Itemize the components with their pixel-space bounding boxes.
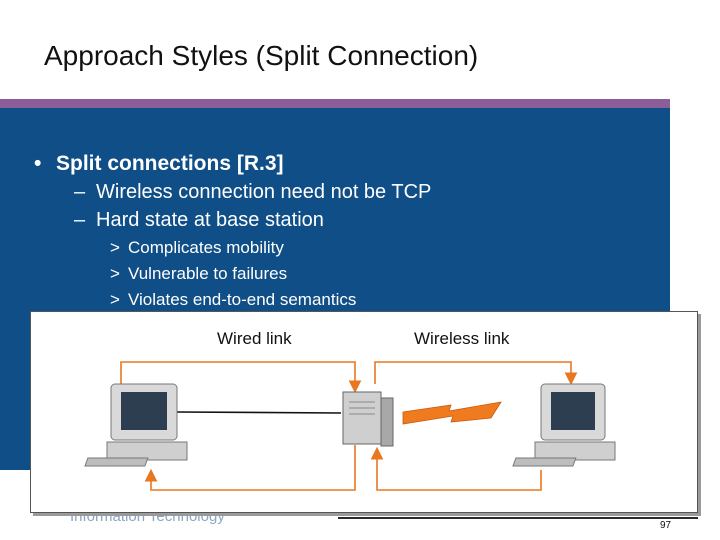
slide-title: Approach Styles (Split Connection)	[44, 40, 479, 71]
page-number: 97	[660, 520, 672, 531]
subitem-marker: –	[74, 209, 86, 231]
subsubitem-marker: >	[110, 264, 120, 283]
subitem-text: Hard state at base station	[96, 209, 324, 231]
bullet-marker: •	[34, 152, 42, 175]
wireless-link-label: Wireless link	[414, 329, 510, 348]
wired-link-label: Wired link	[217, 329, 292, 348]
subsubitem-text: Vulnerable to failures	[128, 264, 288, 283]
wired-upper-arrow	[120, 361, 362, 394]
lightning-bolt-icon	[402, 401, 502, 425]
split-connection-diagram: Wired link Wireless link	[30, 311, 698, 513]
wireless-upper-arrow	[374, 361, 578, 386]
base-station-server-icon	[342, 391, 394, 447]
wired-lower-arrow	[144, 445, 356, 491]
subsubitem-violates-semantics: > Violates end-to-end semantics	[110, 290, 356, 310]
subsubitem-text: Violates end-to-end semantics	[128, 290, 357, 309]
subsubitem-vulnerable: > Vulnerable to failures	[110, 264, 287, 284]
subitem-marker: –	[74, 181, 86, 203]
wireless-lower-arrow	[370, 446, 542, 491]
subsubitem-marker: >	[110, 238, 120, 257]
bullet-split-connections: • Split connections [R.3]	[34, 152, 284, 176]
desktop-computer-icon	[84, 383, 188, 467]
bullet-text: Split connections [R.3]	[56, 152, 284, 175]
wired-link-line	[175, 411, 342, 414]
subitem-hard-state: –Hard state at base station	[74, 209, 324, 232]
subitem-wireless-connection: –Wireless connection need not be TCP	[74, 181, 431, 204]
title-accent-bar	[0, 99, 670, 108]
subsubitem-text: Complicates mobility	[128, 238, 284, 257]
subitem-text: Wireless connection need not be TCP	[96, 181, 432, 203]
diagram-canvas	[84, 361, 616, 491]
footer-rule	[338, 517, 698, 519]
subsubitem-complicates-mobility: > Complicates mobility	[110, 238, 284, 258]
desktop-computer-icon	[512, 383, 616, 467]
subsubitem-marker: >	[110, 290, 120, 309]
